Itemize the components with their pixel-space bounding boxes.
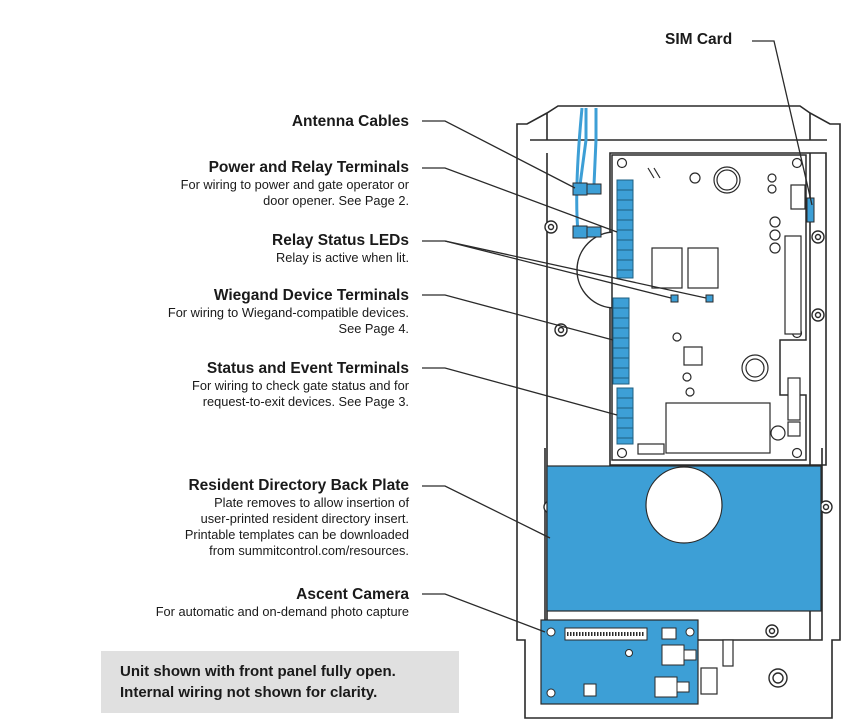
antenna-cables (575, 107, 598, 233)
status-event-desc-2: request-to-exit devices. See Page 3. (202, 394, 409, 409)
camera-opening (645, 466, 723, 544)
camera-title: Ascent Camera (296, 586, 409, 603)
status-event-terminal-block (616, 387, 634, 445)
callout-status-event: Status and Event Terminals For wiring to… (192, 359, 409, 410)
terminal-dividers (613, 189, 633, 439)
callout-relay-leds: Relay Status LEDs Relay is active when l… (272, 231, 409, 266)
note-line-2: Internal wiring not shown for clarity. (120, 684, 378, 701)
relay-leds-title: Relay Status LEDs (272, 232, 409, 249)
back-plate-desc-4: from summitcontrol.com/resources. (209, 543, 409, 558)
antenna-connectors (572, 182, 602, 239)
status-event-title: Status and Event Terminals (206, 360, 409, 377)
back-plate-desc-3: Printable templates can be downloaded (184, 527, 409, 542)
wiegand-desc-2: See Page 4. (338, 321, 409, 336)
sim-card (806, 197, 815, 223)
power-relay-terminal-block (616, 179, 634, 279)
back-plate-desc-2: user-printed resident directory insert. (200, 511, 409, 526)
relay-leds-desc-1: Relay is active when lit. (276, 250, 409, 265)
back-plate-desc-1: Plate removes to allow insertion of (214, 495, 409, 510)
callout-wiegand: Wiegand Device Terminals For wiring to W… (168, 286, 409, 337)
relay-led-1 (670, 294, 679, 303)
leader-lines (422, 40, 813, 633)
callout-camera: Ascent Camera For automatic and on-deman… (156, 585, 409, 620)
camera-board (540, 619, 699, 705)
power-relay-desc-1: For wiring to power and gate operator or (180, 177, 409, 192)
note-box: Unit shown with front panel fully open. … (101, 651, 459, 713)
power-relay-title: Power and Relay Terminals (208, 159, 409, 176)
wiegand-terminal-block (612, 297, 630, 385)
callout-power-relay: Power and Relay Terminals For wiring to … (181, 158, 409, 209)
callout-antenna-cables: Antenna Cables (292, 112, 409, 131)
camera-desc-1: For automatic and on-demand photo captur… (155, 604, 409, 619)
callout-back-plate: Resident Directory Back Plate Plate remo… (185, 476, 409, 559)
note-line-1: Unit shown with front panel fully open. (120, 663, 396, 680)
sim-card-title: SIM Card (665, 31, 733, 48)
power-relay-desc-2: door opener. See Page 2. (263, 193, 409, 208)
wiegand-title: Wiegand Device Terminals (213, 287, 409, 304)
antenna-cables-title: Antenna Cables (291, 113, 409, 130)
main-pcb (611, 154, 815, 461)
status-event-desc-1: For wiring to check gate status and for (192, 378, 409, 393)
back-plate-title: Resident Directory Back Plate (188, 477, 409, 494)
relay-led-2 (705, 294, 714, 303)
wiegand-desc-1: For wiring to Wiegand-compatible devices… (167, 305, 409, 320)
